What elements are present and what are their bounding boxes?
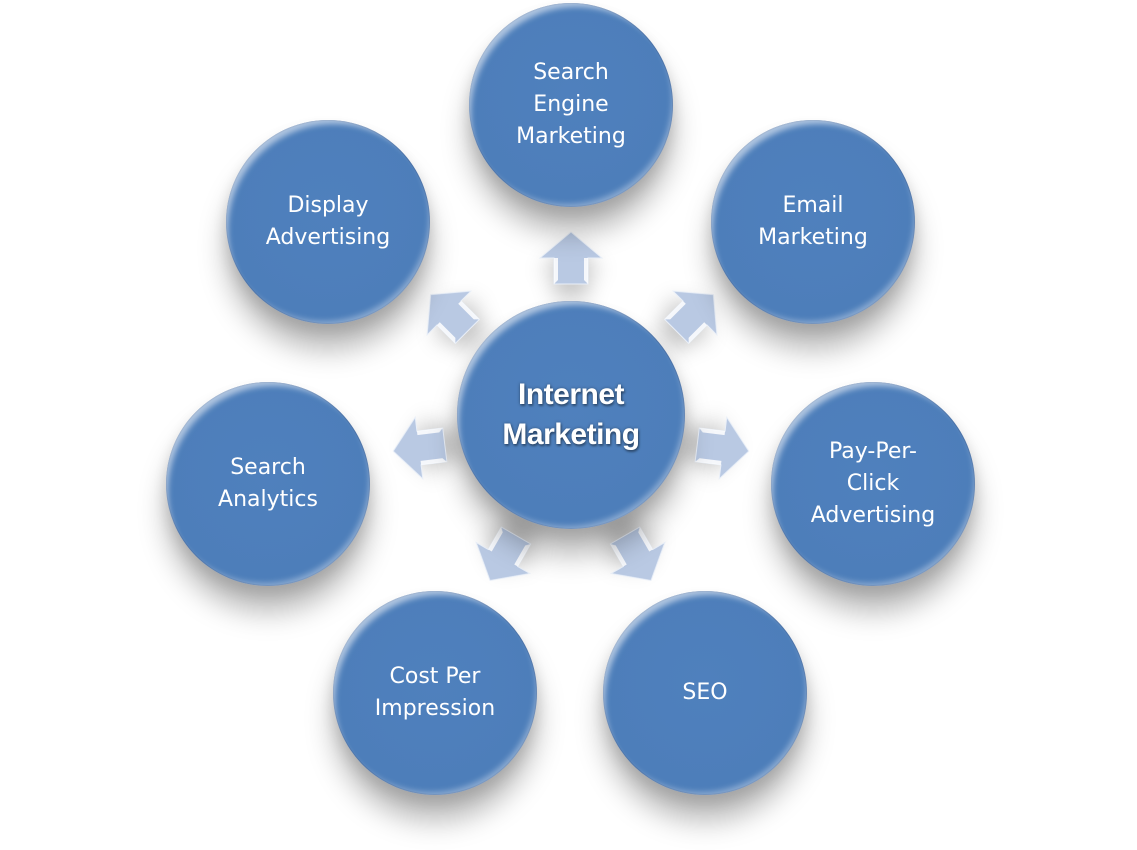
node-pay-per-click-advertising: Pay-Per- Click Advertising [771,382,975,586]
node-label: Display Advertising [265,193,391,250]
node-label: Email Marketing [758,193,868,250]
arrow-left-icon [392,415,448,481]
arrow-down-right-icon [609,526,666,582]
arrow-up-left-icon [426,290,481,345]
arrow-right-icon [694,415,750,481]
center-label: Internet Marketing [502,378,640,451]
node-cost-per-impression: Cost Per Impression [333,591,537,795]
arrow-up-icon [538,231,604,285]
node-internet-marketing-center: Internet Marketing [457,301,685,529]
node-search-analytics: Search Analytics [166,382,370,586]
node-email-marketing: Email Marketing [711,120,915,324]
node-label: Search Engine Marketing [516,60,626,149]
node-label: SEO [682,680,728,705]
node-display-advertising: Display Advertising [226,120,430,324]
node-label: Cost Per Impression [374,664,496,721]
node-seo: SEO [603,591,807,795]
node-label: Search Analytics [218,455,318,512]
arrow-down-left-icon [475,526,532,582]
node-search-engine-marketing: Search Engine Marketing [469,3,673,207]
arrow-up-right-icon [663,290,718,345]
node-label: Pay-Per- Click Advertising [810,439,936,528]
